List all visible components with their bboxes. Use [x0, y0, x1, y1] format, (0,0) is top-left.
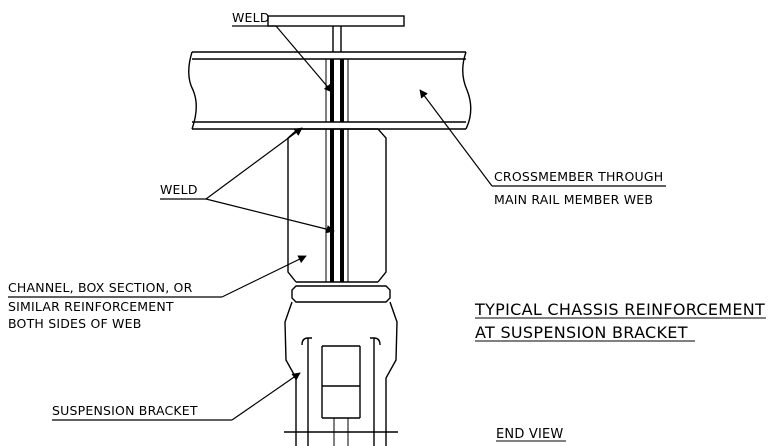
label-weld-mid: WELD — [160, 182, 198, 197]
leader-suspension-bracket — [52, 372, 301, 421]
label-end-view: END VIEW — [496, 427, 563, 442]
weld-bead-lower-right — [340, 129, 344, 282]
leader-crossmember — [419, 89, 666, 187]
rail-bottom-flange — [291, 285, 391, 303]
label-reinforcement-3: BOTH SIDES OF WEB — [8, 316, 142, 331]
title-line-1: TYPICAL CHASSIS REINFORCEMENT — [474, 300, 765, 319]
label-crossmember-1: CROSSMEMBER THROUGH — [494, 169, 663, 184]
weld-bead-lower-left — [330, 129, 334, 282]
reinforcement-channel — [287, 128, 387, 283]
label-reinforcement-2: SIMILAR REINFORCEMENT — [8, 299, 174, 314]
label-reinforcement-1: CHANNEL, BOX SECTION, OR — [8, 280, 193, 295]
leader-reinforcement — [8, 255, 307, 298]
suspension-bracket — [284, 301, 398, 446]
label-weld-top: WELD — [232, 10, 270, 25]
crossmember-beam — [188, 51, 472, 130]
leader-weld-mid — [160, 127, 335, 234]
leader-weld-top — [232, 25, 333, 93]
weld-bead-upper-right — [340, 59, 344, 122]
label-suspension-bracket: SUSPENSION BRACKET — [52, 403, 198, 418]
top-flange-plate — [267, 15, 405, 52]
title-line-2: AT SUSPENSION BRACKET — [475, 323, 688, 342]
main-rail-web — [325, 59, 349, 122]
label-crossmember-2: MAIN RAIL MEMBER WEB — [494, 192, 653, 207]
